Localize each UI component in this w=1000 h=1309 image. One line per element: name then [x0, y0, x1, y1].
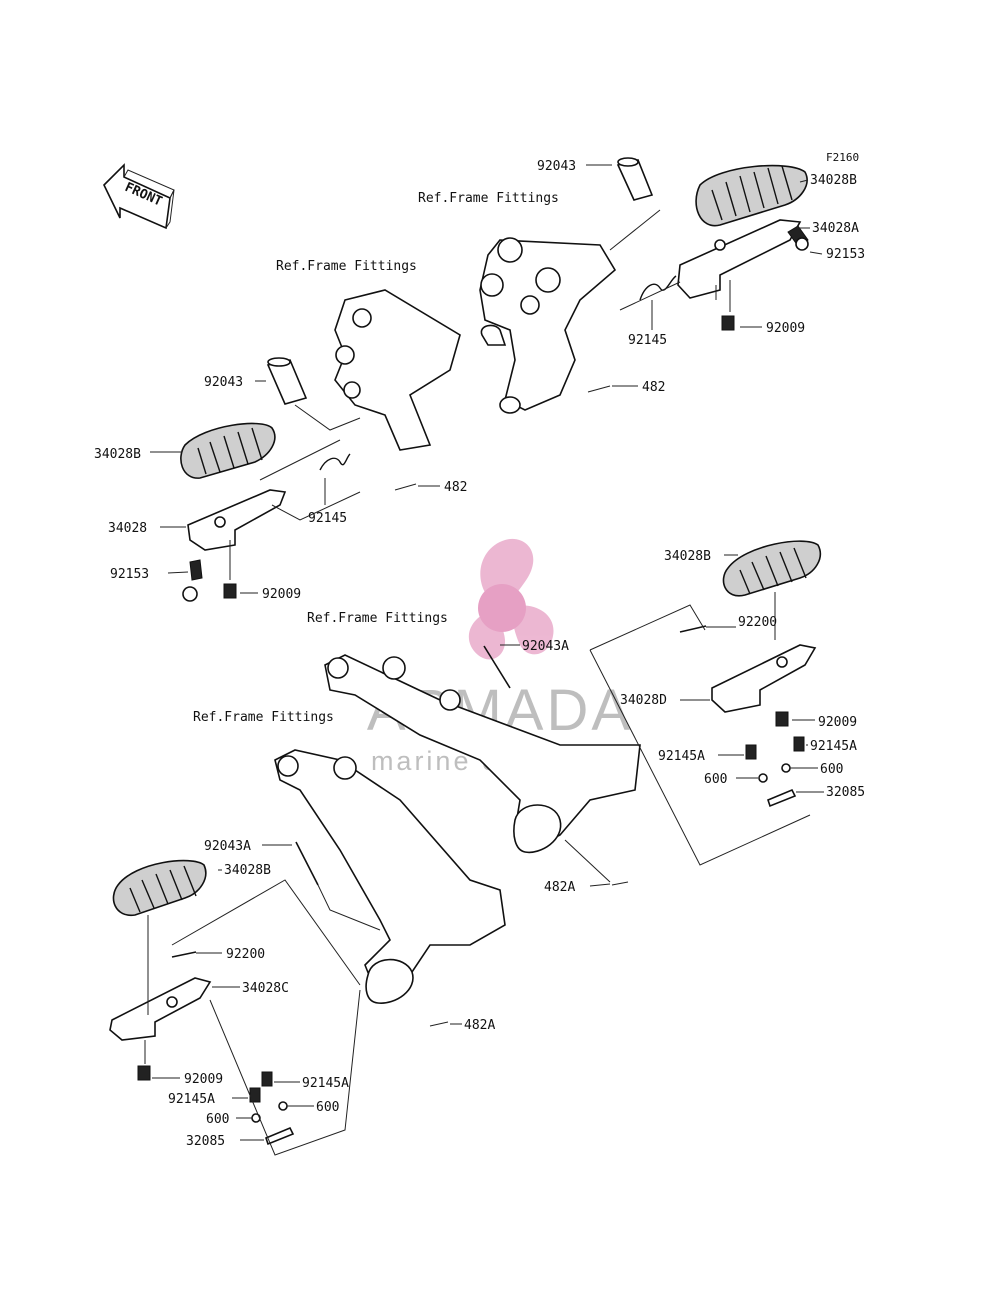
- label-92153-top-left: 92153: [110, 567, 149, 582]
- label-92009-top-right: 92009: [766, 321, 805, 336]
- label-92043A-bottom-right: 92043A: [522, 639, 569, 654]
- assembly-top-left: Ref.Frame Fittings 92043 34028B 482 3402…: [94, 259, 467, 602]
- label-34028C-bottom-left: 34028C: [242, 981, 289, 996]
- label-34028B-bottom-left: 34028B: [224, 863, 271, 878]
- figure-code: F2160: [826, 151, 859, 164]
- label-92043-top-left: 92043: [204, 375, 243, 390]
- assembly-bottom-left: Ref.Frame Fittings 92043A 34028B 92200 3…: [109, 710, 506, 1156]
- label-92145A-bottom-right-right: 92145A: [810, 739, 857, 754]
- label-600-bottom-left-right: 600: [316, 1100, 339, 1115]
- label-600-bottom-right-left: 600: [704, 772, 727, 787]
- label-92009-bottom-right: 92009: [818, 715, 857, 730]
- label-34028B-bottom-right: 34028B: [664, 549, 711, 564]
- label-482-top-left: 482: [444, 480, 467, 495]
- label-32085-bottom-right: 32085: [826, 785, 865, 800]
- label-600-bottom-right-right: 600: [820, 762, 843, 777]
- label-92145A-bottom-left-left: 92145A: [168, 1092, 215, 1107]
- label-482A-bottom-right: 482A: [544, 880, 575, 895]
- label-600-bottom-left-left: 600: [206, 1112, 229, 1127]
- assembly-bottom-right: Ref.Frame Fittings 34028B 92200 92043A 3…: [307, 540, 865, 895]
- label-92145-top-left: 92145: [308, 511, 347, 526]
- label-482-top-right: 482: [642, 380, 665, 395]
- label-92009-bottom-left: 92009: [184, 1072, 223, 1087]
- label-92153-top-right: 92153: [826, 247, 865, 262]
- label-ref-frame-top-left: Ref.Frame Fittings: [276, 259, 417, 274]
- label-92145A-bottom-left-right: 92145A: [302, 1076, 349, 1091]
- label-92043A-bottom-left: 92043A: [204, 839, 251, 854]
- label-32085-bottom-left: 32085: [186, 1134, 225, 1149]
- label-ref-frame-bottom-left: Ref.Frame Fittings: [193, 710, 334, 725]
- label-34028A-top-right: 34028A: [812, 221, 859, 236]
- label-92200-bottom-right: 92200: [738, 615, 777, 630]
- propeller-icon: [468, 538, 554, 660]
- assembly-top-right: Ref.Frame Fittings 92043 34028B 34028A 9…: [418, 157, 865, 414]
- label-92145A-bottom-right-left: 92145A: [658, 749, 705, 764]
- label-92009-top-left: 92009: [262, 587, 301, 602]
- label-34028-top-left: 34028: [108, 521, 147, 536]
- label-34028B-top-right: 34028B: [810, 173, 857, 188]
- front-arrow-icon: FRONT: [103, 163, 175, 230]
- label-92043-top-right: 92043: [537, 159, 576, 174]
- label-92200-bottom-left: 92200: [226, 947, 265, 962]
- label-34028D-bottom-right: 34028D: [620, 693, 667, 708]
- label-34028B-top-left: 34028B: [94, 447, 141, 462]
- label-92145-top-right: 92145: [628, 333, 667, 348]
- label-ref-frame-top-right: Ref.Frame Fittings: [418, 191, 559, 206]
- label-482A-bottom-left: 482A: [464, 1018, 495, 1033]
- label-ref-frame-bottom-right: Ref.Frame Fittings: [307, 611, 448, 626]
